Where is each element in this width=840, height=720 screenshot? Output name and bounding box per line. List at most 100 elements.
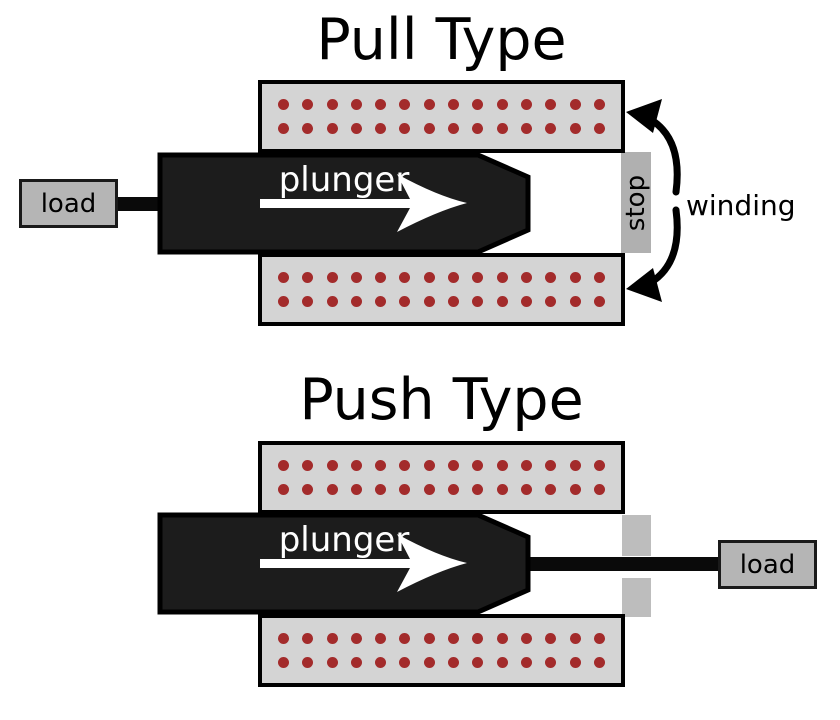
coil-dot (399, 296, 411, 307)
coil-dot (593, 123, 605, 134)
coil-dot (448, 484, 460, 495)
coil-dot (496, 123, 508, 134)
coil-dot (545, 460, 557, 471)
coil-dot (278, 99, 289, 110)
coil-dot (350, 484, 362, 495)
coil-dot (350, 657, 362, 668)
coil-dot (278, 272, 289, 283)
coil-dot (520, 99, 532, 110)
coil-dot (302, 460, 314, 471)
coil-dot (326, 484, 338, 495)
coil-dot (496, 657, 508, 668)
coil-dot (326, 123, 338, 134)
coil-dot (278, 484, 289, 495)
coil-dot (472, 460, 484, 471)
coil-dot (278, 460, 289, 471)
push-stop-upper (622, 515, 651, 556)
coil-dot (326, 272, 338, 283)
coil-dot (375, 123, 387, 134)
coil-dot (375, 296, 387, 307)
push-plunger-label: plunger (278, 520, 410, 560)
coil-dot (375, 272, 387, 283)
coil-dot (569, 296, 581, 307)
coil-dot (399, 460, 411, 471)
coil-dot (496, 272, 508, 283)
coil-dot (569, 272, 581, 283)
coil-dot (520, 657, 532, 668)
coil-dot (569, 123, 581, 134)
coil-dot (448, 123, 460, 134)
coil-dot-row (262, 296, 621, 307)
pull-load-rod (112, 197, 167, 211)
coil-dot (375, 657, 387, 668)
coil-dot (593, 657, 605, 668)
coil-dot (350, 123, 362, 134)
coil-dot (423, 296, 435, 307)
coil-dot (593, 272, 605, 283)
coil-dot (399, 272, 411, 283)
coil-dot (326, 99, 338, 110)
winding-pointer-bottom-arc (646, 206, 681, 287)
coil-dot (326, 296, 338, 307)
coil-dot (545, 484, 557, 495)
winding-pointer-top-arrowhead-icon (626, 99, 662, 133)
coil-dot (278, 633, 289, 644)
coil-dot (375, 99, 387, 110)
coil-dot-row (262, 123, 621, 134)
coil-dot (350, 99, 362, 110)
coil-dot (520, 460, 532, 471)
coil-dot (520, 633, 532, 644)
coil-dot (423, 657, 435, 668)
coil-dot (302, 123, 314, 134)
pull-winding-top (258, 80, 625, 153)
coil-dot (472, 123, 484, 134)
coil-dot (302, 296, 314, 307)
coil-dot (520, 484, 532, 495)
coil-dot (448, 657, 460, 668)
coil-dot-row (262, 99, 621, 110)
coil-dot (569, 484, 581, 495)
coil-dot (545, 123, 557, 134)
winding-pointer-top-arc (646, 115, 681, 196)
coil-dot (448, 272, 460, 283)
coil-dot (423, 123, 435, 134)
push-load-box: load (718, 540, 817, 589)
coil-dot (593, 296, 605, 307)
coil-dot (545, 657, 557, 668)
coil-dot (350, 296, 362, 307)
coil-dot (399, 484, 411, 495)
coil-dot (448, 99, 460, 110)
coil-dot (423, 460, 435, 471)
stop-label: stop (621, 174, 651, 231)
coil-dot (399, 633, 411, 644)
coil-dot (496, 484, 508, 495)
coil-dot (593, 99, 605, 110)
push-stop-lower (622, 578, 651, 617)
push-winding-top (258, 441, 625, 514)
coil-dot (545, 99, 557, 110)
coil-dot (472, 99, 484, 110)
coil-dot-row (262, 460, 621, 471)
pull-load-box: load (19, 179, 118, 228)
coil-dot (375, 633, 387, 644)
winding-pointer-bottom-arrowhead-icon (626, 268, 662, 302)
coil-dot (302, 272, 314, 283)
coil-dot (472, 272, 484, 283)
coil-dot (350, 633, 362, 644)
coil-dot (278, 296, 289, 307)
coil-dot (569, 460, 581, 471)
coil-dot (496, 296, 508, 307)
push-load-label: load (739, 549, 796, 580)
coil-dot (569, 99, 581, 110)
pull-load-label: load (40, 188, 97, 219)
coil-dot (423, 99, 435, 110)
coil-dot (569, 633, 581, 644)
coil-dot (448, 460, 460, 471)
pull-stop-block: stop (621, 152, 651, 253)
coil-dot (399, 99, 411, 110)
coil-dot (472, 657, 484, 668)
push-type-title: Push Type (299, 367, 584, 433)
coil-dot (545, 272, 557, 283)
push-winding-bottom (258, 614, 625, 687)
coil-dot (593, 633, 605, 644)
